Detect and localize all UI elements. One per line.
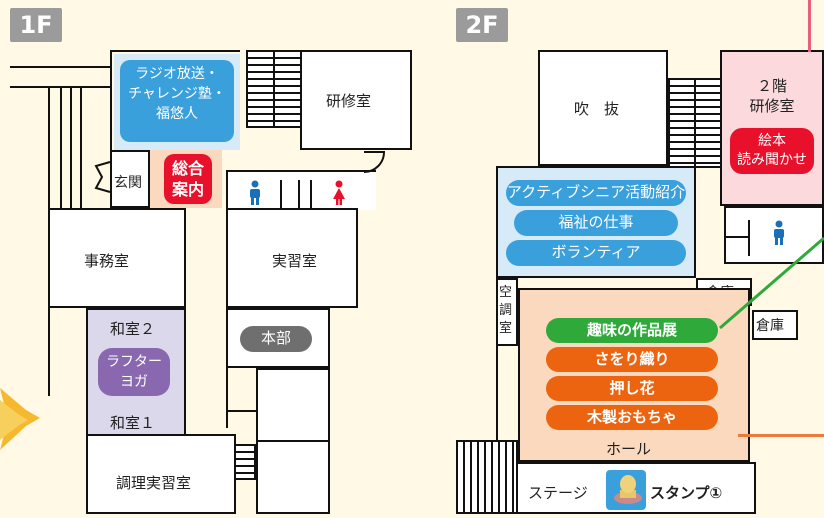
laughter-yoga-badge[interactable] xyxy=(98,348,170,396)
door-arc-icon xyxy=(363,151,386,173)
corridor-wall xyxy=(70,86,72,216)
stage-label: ステージ xyxy=(528,484,588,502)
toilet-man-icon[interactable] xyxy=(248,180,262,206)
picture-book-label: 絵本 読み聞かせ xyxy=(737,133,807,168)
stairs-divider xyxy=(273,50,275,128)
floor-2f-badge: 2F xyxy=(456,8,508,42)
training-room-label: 研修室 xyxy=(326,92,372,110)
practice-room[interactable] xyxy=(226,208,358,308)
practice-room-label: 実習室 xyxy=(272,252,318,270)
blue-activity-item[interactable]: 福祉の仕事 xyxy=(514,210,678,236)
hall-label: ホール xyxy=(606,440,652,458)
reception-label: 総合 案内 xyxy=(171,159,204,199)
blue-activity-item[interactable]: ボランティア xyxy=(506,240,686,266)
stairs-icon xyxy=(456,440,518,514)
guide-line-green xyxy=(719,236,824,330)
hall-activity-item[interactable]: 木製おもちゃ xyxy=(546,405,718,430)
training-room-2f-label: ２階 研修室 xyxy=(749,77,795,115)
corridor-wall xyxy=(538,50,540,170)
guide-line-orange xyxy=(738,434,824,437)
toilet-wall xyxy=(226,170,228,210)
toilet-wall xyxy=(280,180,282,210)
corridor-wall xyxy=(110,50,240,52)
cooking-room-label: 調理実習室 xyxy=(116,474,192,492)
floor-1f-badge: 1F xyxy=(10,8,62,42)
toilet-woman-icon[interactable] xyxy=(332,180,346,206)
hall-activity-item[interactable]: 趣味の作品展 xyxy=(546,318,718,343)
corridor-wall xyxy=(80,86,82,216)
door-icon xyxy=(94,161,111,193)
hall-zone xyxy=(518,288,750,462)
picture-book-badge[interactable] xyxy=(730,128,814,174)
laughter-yoga-label: ラフター ヨガ xyxy=(106,354,162,390)
office[interactable] xyxy=(48,208,186,308)
corridor-wall xyxy=(60,86,62,216)
entrance-label: 玄関 xyxy=(114,175,142,191)
headquarters-badge[interactable]: 本部 xyxy=(240,326,312,352)
cooking-room[interactable] xyxy=(86,434,236,514)
blue-activity-item[interactable]: アクティブシニア活動紹介 xyxy=(506,180,686,206)
corridor-wall xyxy=(110,50,112,210)
sun-decoration-icon xyxy=(0,388,40,450)
storage-2 xyxy=(752,310,798,340)
hall-activity-item[interactable]: 押し花 xyxy=(546,376,718,401)
corridor-wall xyxy=(10,66,110,68)
japanese-room-2-label: 和室２ xyxy=(110,320,156,338)
stairs-divider xyxy=(694,78,696,168)
utility-room xyxy=(256,440,330,514)
corridor-wall xyxy=(496,346,498,444)
toilet-wall xyxy=(298,180,300,210)
toilet-man-icon[interactable] xyxy=(772,220,786,246)
info-box-label[interactable] xyxy=(120,60,234,142)
toilet-wall xyxy=(724,236,748,238)
hall-activity-item[interactable]: さをり織り xyxy=(546,347,718,372)
office-label: 事務室 xyxy=(84,252,130,270)
info-box-text: ラジオ放送・ チャレンジ塾・ 福悠人 xyxy=(128,66,226,122)
stamp-icon[interactable] xyxy=(606,470,646,510)
atrium-label: 吹 抜 xyxy=(574,100,620,118)
stamp-label: スタンプ① xyxy=(650,484,723,502)
corridor-wall xyxy=(226,368,228,428)
toilet-wall xyxy=(310,180,312,210)
training-room[interactable] xyxy=(300,50,412,150)
storage-2-label: 倉庫 xyxy=(756,318,784,334)
air-conditioning-room xyxy=(496,278,518,346)
toilet-wall xyxy=(748,220,750,256)
guide-line-pink xyxy=(808,0,811,52)
utility-room xyxy=(256,368,330,442)
stairs-icon xyxy=(234,444,256,480)
corridor-wall xyxy=(518,346,520,514)
corridor-wall xyxy=(226,410,256,412)
japanese-room-1-label: 和室１ xyxy=(110,414,156,432)
air-conditioning-label: 空 調 室 xyxy=(499,285,513,336)
reception-badge[interactable] xyxy=(164,154,212,204)
entrance[interactable] xyxy=(110,150,150,208)
